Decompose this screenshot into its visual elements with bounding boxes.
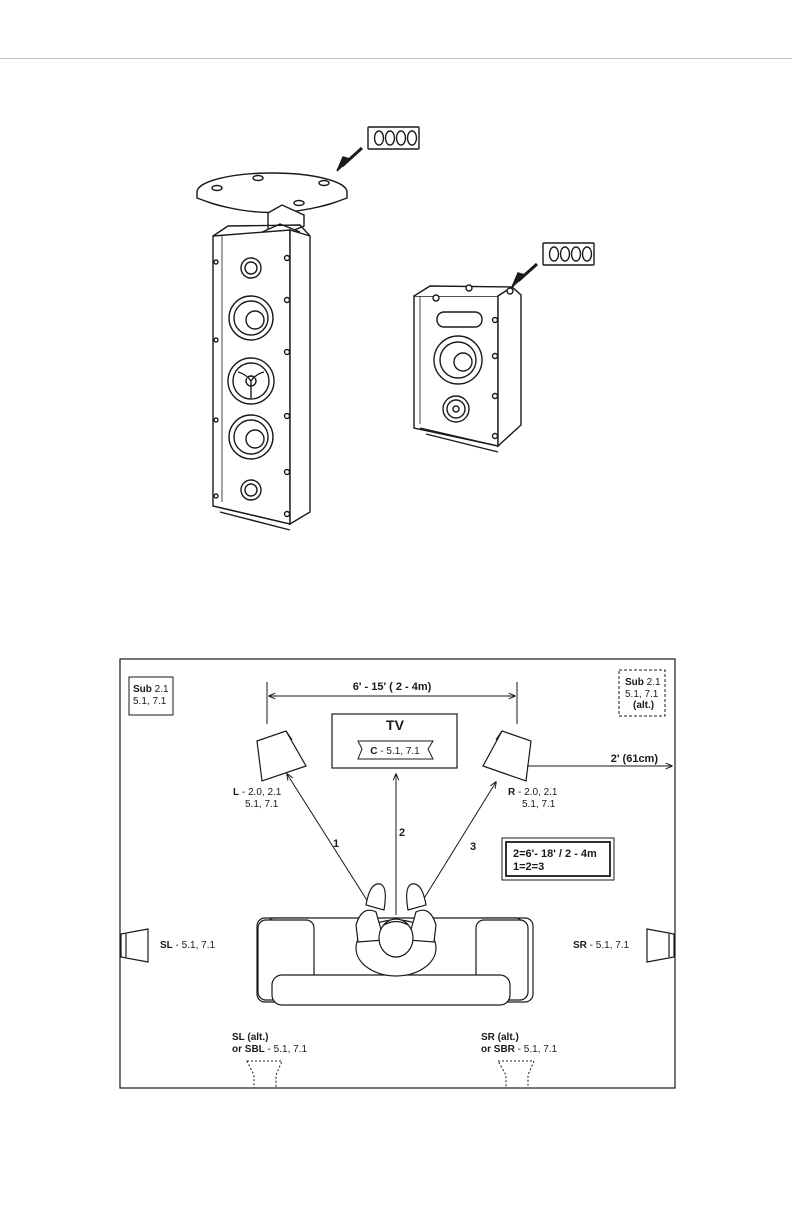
distance-rule-line2: 1=2=3 bbox=[513, 861, 544, 873]
side-left-label: SL - 5.1, 7.1 bbox=[160, 940, 215, 951]
tv-box: TV C - 5.1, 7.1 bbox=[332, 714, 457, 768]
side-right-label: SR - 5.1, 7.1 bbox=[573, 940, 630, 951]
tower-speaker bbox=[213, 225, 310, 530]
line-number-2: 2 bbox=[399, 827, 405, 839]
sub-alt-note: (alt.) bbox=[633, 700, 654, 711]
sub-main-modes: 5.1, 7.1 bbox=[133, 696, 167, 707]
right-speaker-icon bbox=[483, 731, 531, 781]
rear-left-speaker-icon bbox=[247, 1061, 282, 1088]
sub-alt-label: Sub 2.1 bbox=[625, 677, 661, 688]
sofa-with-listener bbox=[257, 884, 533, 1005]
distance-rule-box: 2=6'- 18' / 2 - 4m 1=2=3 bbox=[502, 838, 614, 880]
rubber-feet-icon bbox=[368, 127, 419, 149]
rear-left-modes: or SBL - 5.1, 7.1 bbox=[232, 1044, 307, 1055]
room-layout-diagram: Sub 2.1 5.1, 7.1 Sub 2.1 5.1, 7.1 (alt.)… bbox=[120, 659, 675, 1088]
subwoofer-alt-box: Sub 2.1 5.1, 7.1 (alt.) bbox=[619, 670, 665, 716]
sub-alt-modes: 5.1, 7.1 bbox=[625, 689, 659, 700]
tv-label: TV bbox=[386, 717, 405, 733]
rear-right-modes: or SBR - 5.1, 7.1 bbox=[481, 1044, 558, 1055]
left-speaker-icon bbox=[257, 731, 306, 781]
left-speaker-modes: 5.1, 7.1 bbox=[245, 799, 279, 810]
rubber-feet-icon bbox=[543, 243, 594, 265]
speaker-stand-plate bbox=[197, 173, 347, 236]
right-speaker-modes: 5.1, 7.1 bbox=[522, 799, 556, 810]
wall-distance-label: 2' (61cm) bbox=[611, 753, 659, 765]
right-speaker-label: R - 2.0, 2.1 bbox=[508, 787, 558, 798]
side-left-speaker-icon bbox=[121, 929, 148, 962]
distance-rule-line1: 2=6'- 18' / 2 - 4m bbox=[513, 848, 597, 860]
left-speaker-label: L - 2.0, 2.1 bbox=[233, 787, 282, 798]
side-right-speaker-icon bbox=[647, 929, 674, 962]
sub-main-label: Sub 2.1 bbox=[133, 684, 169, 695]
listening-lines bbox=[287, 774, 496, 915]
rear-right-label: SR (alt.) bbox=[481, 1032, 519, 1043]
rear-left-label: SL (alt.) bbox=[232, 1032, 268, 1043]
center-speaker-label: C - 5.1, 7.1 bbox=[370, 746, 420, 757]
line-number-3: 3 bbox=[470, 841, 476, 853]
line-number-1: 1 bbox=[333, 838, 339, 850]
bookshelf-speaker bbox=[414, 285, 521, 452]
width-dimension-label: 6' - 15' ( 2 - 4m) bbox=[353, 681, 432, 693]
subwoofer-box: Sub 2.1 5.1, 7.1 bbox=[129, 677, 173, 715]
wall-distance: 2' (61cm) bbox=[527, 753, 672, 766]
speaker-illustration bbox=[197, 127, 594, 530]
rear-right-speaker-icon bbox=[498, 1061, 534, 1088]
